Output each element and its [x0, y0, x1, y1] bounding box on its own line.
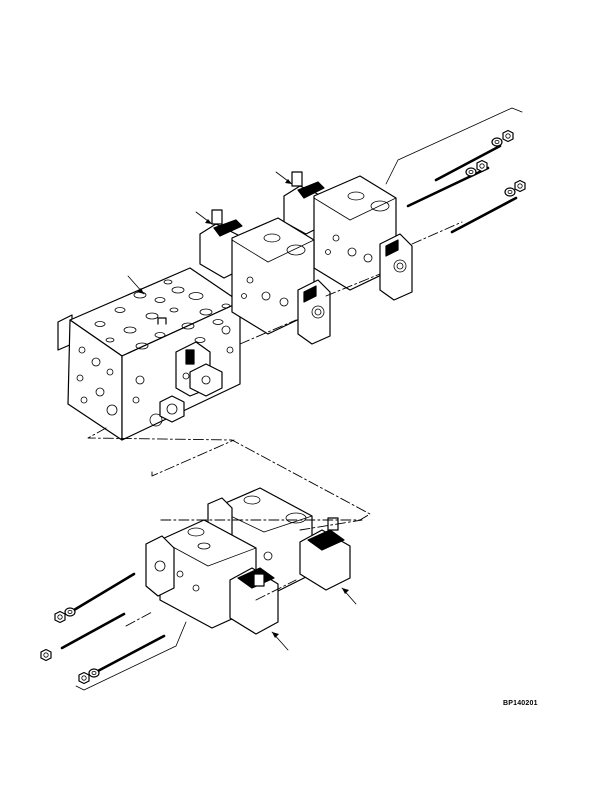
valve-section-2	[199, 209, 331, 345]
leader-lines	[127, 171, 357, 651]
lower-hardware	[40, 572, 187, 691]
main-valve-block	[57, 267, 241, 441]
valve-section-1	[283, 171, 413, 301]
figure-reference-code: BP140201	[503, 700, 538, 707]
upper-hardware	[385, 107, 526, 234]
assembly-lines	[87, 221, 463, 627]
valve-section-4	[145, 519, 279, 635]
